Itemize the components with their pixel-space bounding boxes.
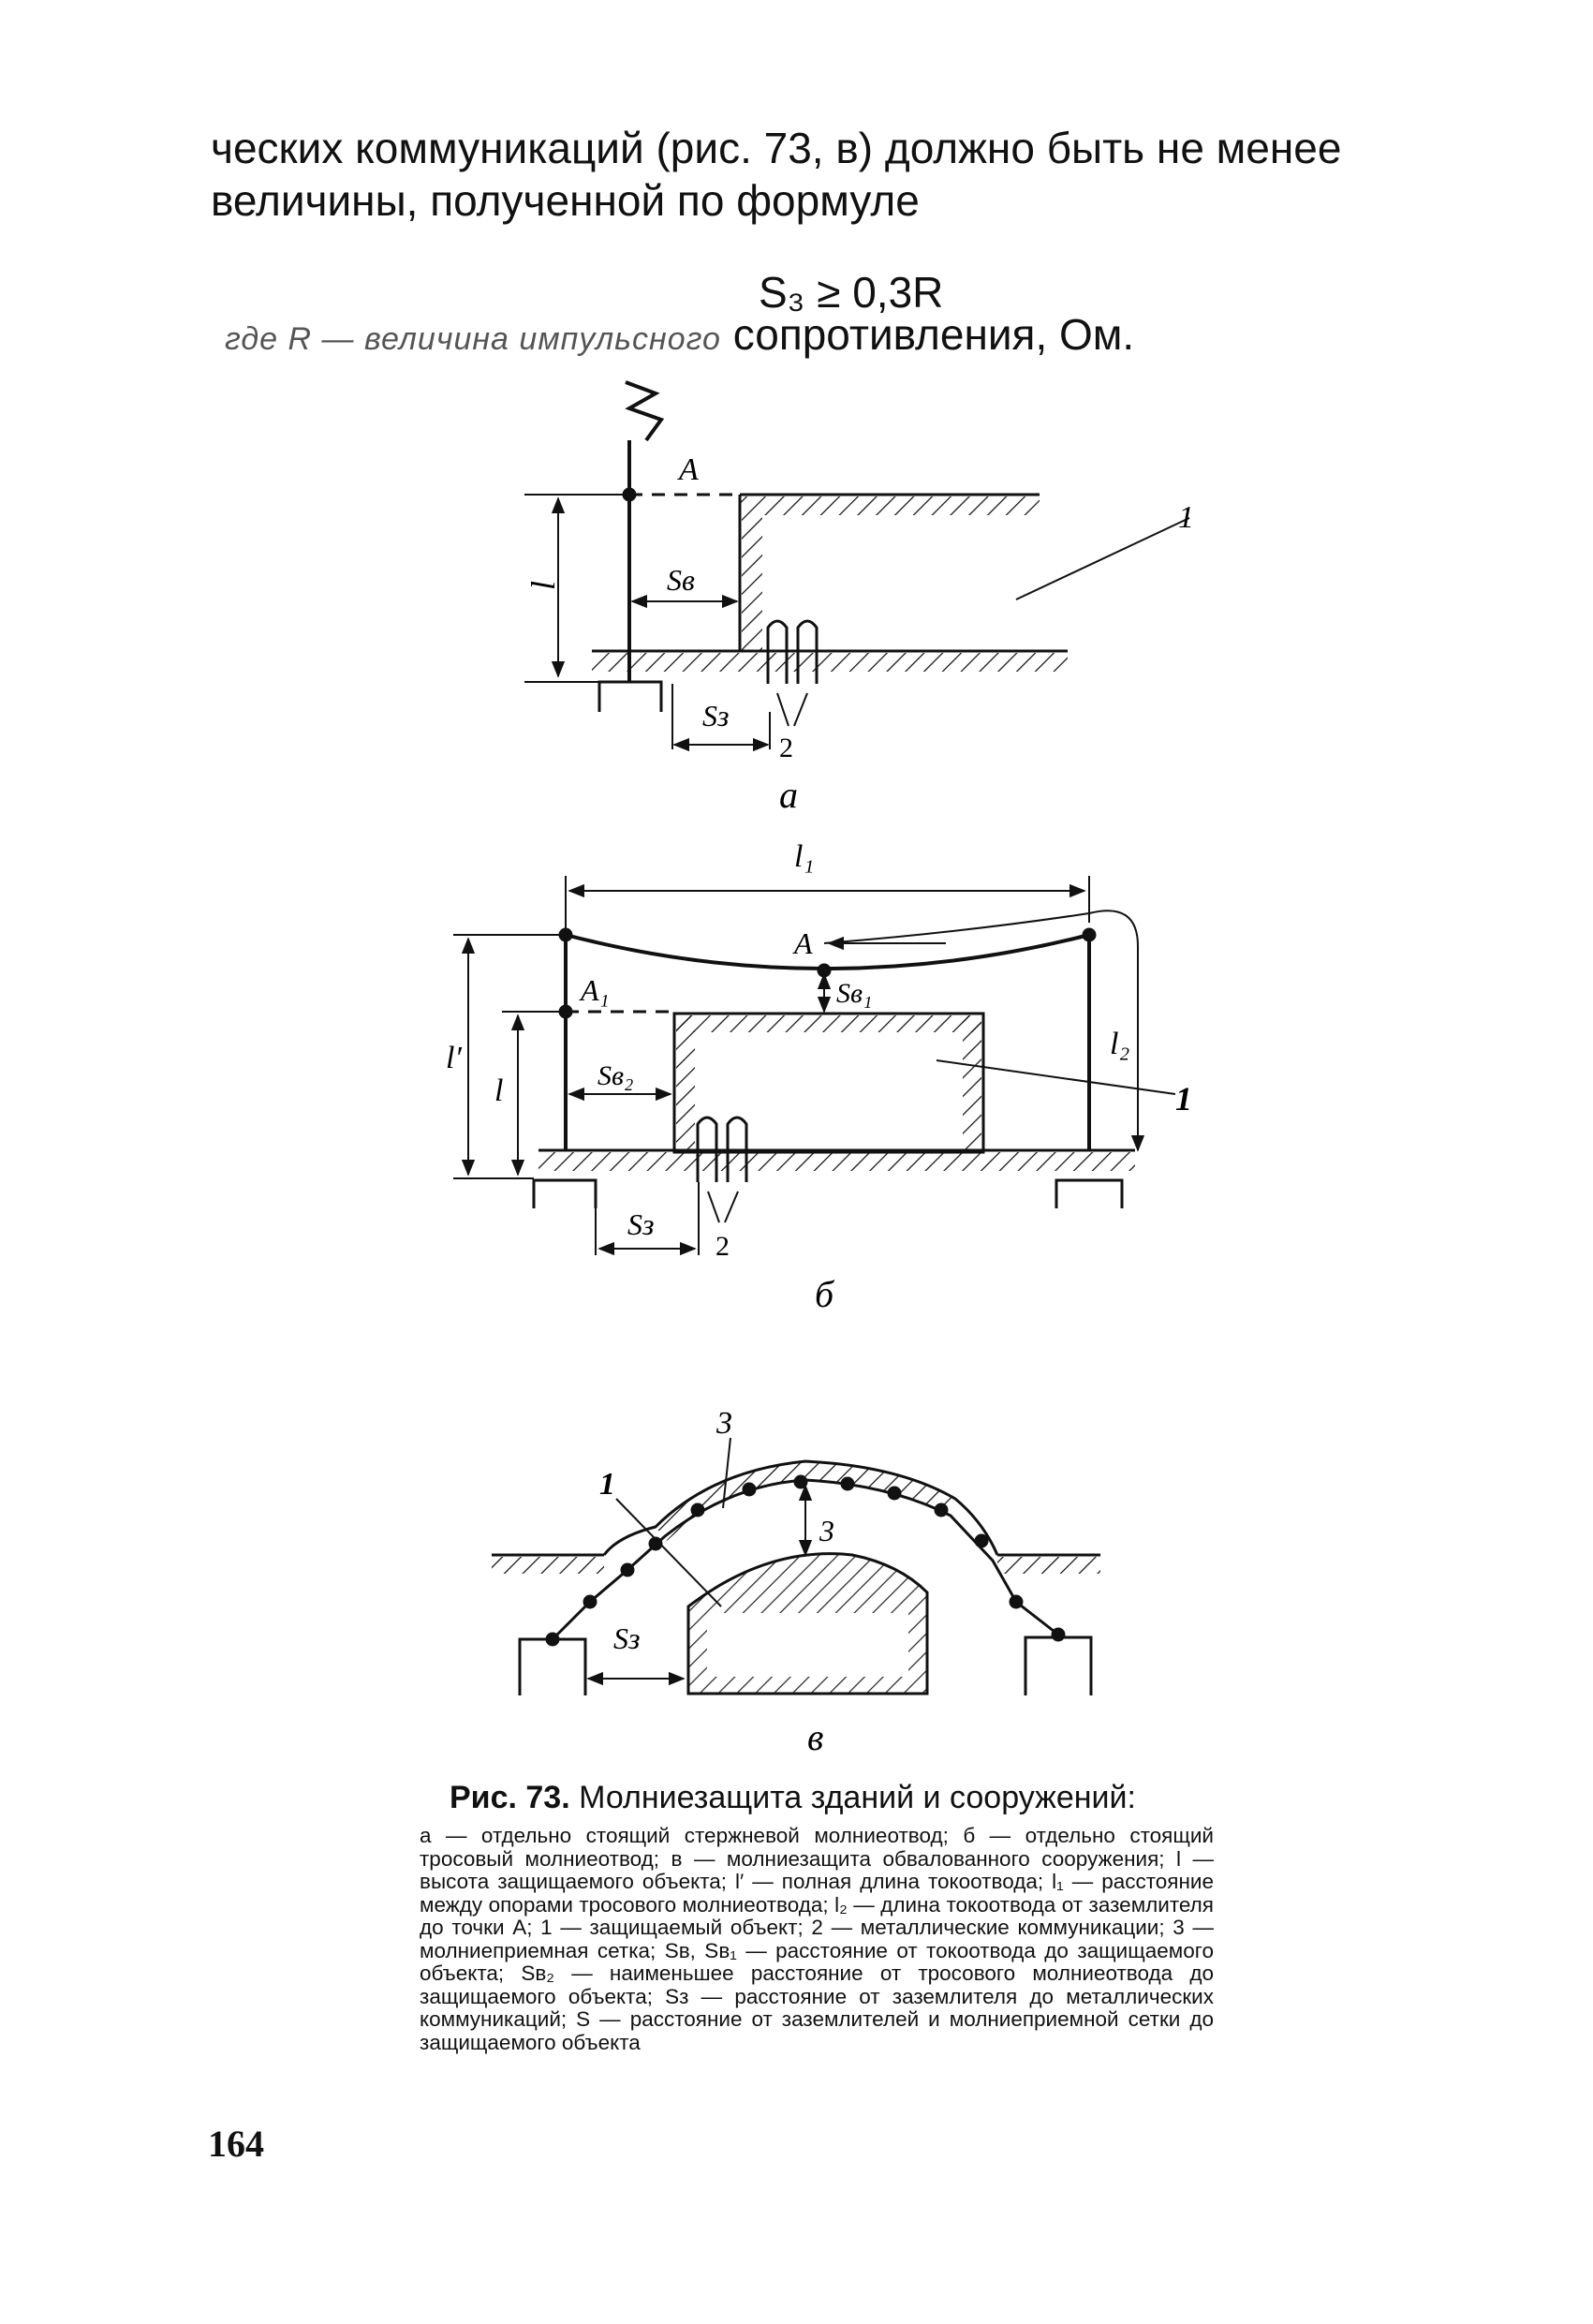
fig-a-label-Sv: Sв <box>667 563 695 597</box>
fig-a-label-l: l <box>524 581 562 590</box>
figure-caption-number: Рис. 73. <box>450 1780 570 1815</box>
fig-b-label-Sv1: Sв₁ <box>836 978 872 1009</box>
fig-v-label-3-inner: 3 <box>819 1514 834 1547</box>
resistance-line: где R — величина импульсного сопротивлен… <box>225 309 1255 360</box>
resistance-line-faded: где R — величина импульсного <box>225 321 721 357</box>
figure-caption-body: а — отдельно стоящий стержневой молниеот… <box>420 1824 1214 2054</box>
resistance-line-text: сопротивления, Ом. <box>732 310 1135 359</box>
lightning-icon <box>625 380 665 442</box>
fig-a-caption: а <box>779 774 798 816</box>
fig-v-caption: в <box>807 1716 823 1758</box>
cable <box>565 933 1090 970</box>
intro-line-1: ческих коммуникаций (рис. 73, в) должно … <box>211 124 1342 172</box>
fig-a-label-2: 2 <box>779 733 793 763</box>
formula: S₃ ≥ 0,3R <box>759 268 944 317</box>
fig-b-label-l2: l₂ <box>1110 1027 1129 1061</box>
fig-b-label-S3: Sз <box>627 1207 654 1241</box>
fig-a-label-S3: Sз <box>702 699 729 733</box>
fig-b-caption: б <box>815 1273 835 1315</box>
fig-b-label-Sv2: Sв₂ <box>597 1060 633 1091</box>
figure-caption-heading: Молниезащита зданий и сооружений: <box>579 1780 1136 1815</box>
fig-v-label-1: 1 <box>599 1467 615 1502</box>
figure-caption-title: Рис. 73. Молниезащита зданий и сооружени… <box>450 1780 1136 1816</box>
fig-b-label-l1: l₁ <box>794 839 814 874</box>
fig-b-label-1: 1 <box>1175 1080 1192 1118</box>
fig-b-label-lprime: l′ <box>446 1041 462 1075</box>
fig-b-label-A1: A₁ <box>579 973 610 1007</box>
fig-b-label-2: 2 <box>715 1231 730 1262</box>
intro-line-2: величины, полученной по формуле <box>211 176 920 225</box>
figure-b <box>453 876 1176 1256</box>
figure-v <box>492 1437 1100 1695</box>
intro-paragraph: ческих коммуникаций (рис. 73, в) должно … <box>211 122 1428 227</box>
fig-b-label-A: A <box>792 926 813 960</box>
figure-a <box>524 380 1190 752</box>
fig-a-label-A: A <box>677 452 699 487</box>
fig-b-label-l: l <box>494 1073 503 1108</box>
fig-a-label-1: 1 <box>1178 500 1194 535</box>
page-number: 164 <box>208 2123 264 2165</box>
fig-v-label-3-top: 3 <box>715 1406 732 1441</box>
fig-v-label-S3: Sз <box>613 1621 640 1655</box>
